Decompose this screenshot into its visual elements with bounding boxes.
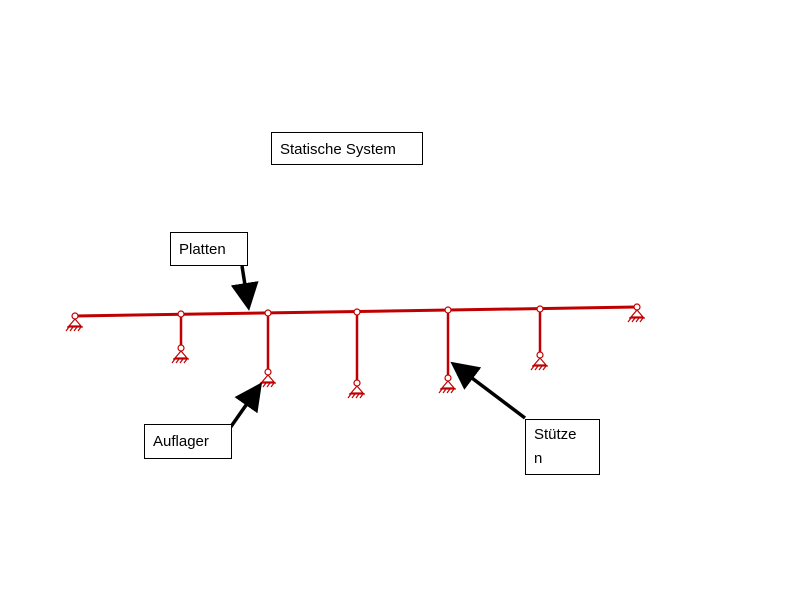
label-stuetzen: Stütze n: [525, 419, 600, 475]
label-stuetzen-line2: n: [534, 450, 543, 467]
support-column-4: [438, 374, 456, 394]
diagram-title: Statische System: [271, 132, 423, 165]
support-column-2: [258, 368, 276, 388]
hinge-slab-3: [353, 308, 361, 316]
support-column-1: [171, 344, 189, 364]
support-left-end: [65, 312, 83, 332]
support-column-3: [347, 379, 365, 399]
label-stuetzen-line1: Stütze: [534, 426, 577, 443]
hinge-slab-2: [264, 309, 272, 317]
hinge-slab-4: [444, 306, 452, 314]
arrow-stuetzen: [450, 361, 527, 420]
diagram-title-text: Statische System: [280, 141, 396, 158]
support-column-5: [530, 351, 548, 371]
support-right-end: [627, 303, 645, 323]
hinge-slab-5: [536, 305, 544, 313]
label-auflager: Auflager: [144, 424, 232, 459]
label-platten-text: Platten: [179, 241, 226, 258]
arrow-auflager: [228, 382, 263, 430]
label-platten: Platten: [170, 232, 248, 266]
arrow-platten: [230, 265, 259, 311]
hinge-slab-1: [177, 310, 185, 318]
label-auflager-text: Auflager: [153, 433, 209, 450]
